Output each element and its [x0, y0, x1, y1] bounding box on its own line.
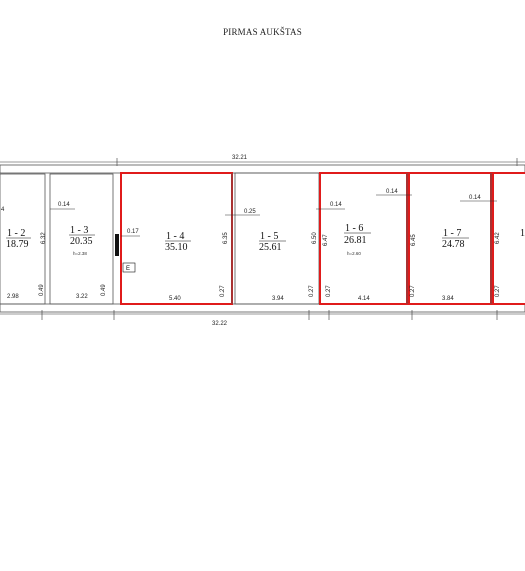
- room-depth-label: 6.50: [312, 232, 318, 244]
- room-number: 1 - 3: [70, 225, 88, 236]
- door-width-label: 0.27: [309, 285, 315, 297]
- room-width-label: 2.98: [7, 294, 19, 300]
- room-width-label: 3.22: [76, 294, 88, 300]
- wall-dimension-left: 4: [1, 207, 5, 213]
- electrical-box-icon-glyph: E: [126, 266, 130, 272]
- outer-wall-top: [0, 164, 525, 174]
- wall-dimension: 0.14: [330, 202, 342, 208]
- outer-wall-bottom: [0, 303, 525, 313]
- electrical-box-icon: [122, 262, 136, 273]
- door-marker: [115, 234, 119, 256]
- wall-dimension: 0.14: [58, 202, 70, 208]
- room-number: 1 - 7: [443, 228, 461, 239]
- room-area: 25.61: [259, 242, 282, 253]
- room-area: 20.35: [70, 236, 93, 247]
- door-width-label: 0.27: [410, 285, 416, 297]
- wall-dimension: 0.14: [469, 195, 481, 201]
- room-outline-1-3: [49, 173, 114, 305]
- room-depth-label: 6.47: [323, 234, 329, 246]
- top-overall-dimension: 32.21: [232, 155, 248, 161]
- wall-dimension: 0.25: [244, 209, 256, 215]
- room-height: h=2.38: [73, 251, 87, 256]
- room-depth-label: 6.35: [223, 232, 229, 244]
- room-outline-1-8: [492, 172, 525, 305]
- room-area: 35.10: [165, 242, 188, 253]
- page-title: PIRMAS AUKŠTAS: [223, 27, 302, 37]
- wall-dimension: 0.14: [386, 189, 398, 195]
- room-width-label: 3.84: [442, 296, 454, 302]
- room-number: 1 - 6: [345, 223, 363, 234]
- room-outline-1-2: [0, 173, 46, 305]
- room-area: 24.78: [442, 239, 465, 250]
- room-width-label: 4.14: [358, 296, 370, 302]
- door-width-label: 0.27: [220, 285, 226, 297]
- room-depth-label: 6.45: [411, 234, 417, 246]
- room-depth-label: 6.32: [41, 232, 47, 244]
- door-width-label: 0.27: [495, 285, 501, 297]
- door-width-label: 0.27: [326, 285, 332, 297]
- room-depth-label: 6.42: [495, 232, 501, 244]
- room-area: 18.79: [6, 239, 29, 250]
- bottom-overall-dimension: 32.22: [212, 321, 228, 327]
- room-area: 26.81: [344, 235, 367, 246]
- room-height: h=2.60: [347, 251, 361, 256]
- room-number: 1 - 5: [260, 231, 278, 242]
- room-width-label: 3.94: [272, 296, 284, 302]
- wall-dimension: 0.17: [127, 229, 139, 235]
- room-number: 1 - 4: [166, 231, 184, 242]
- room-number: 1: [520, 228, 525, 239]
- room-number: 1 - 2: [7, 228, 25, 239]
- door-width-label: 0.49: [39, 284, 45, 296]
- room-width-label: 5.40: [169, 296, 181, 302]
- door-width-label: 0.49: [101, 284, 107, 296]
